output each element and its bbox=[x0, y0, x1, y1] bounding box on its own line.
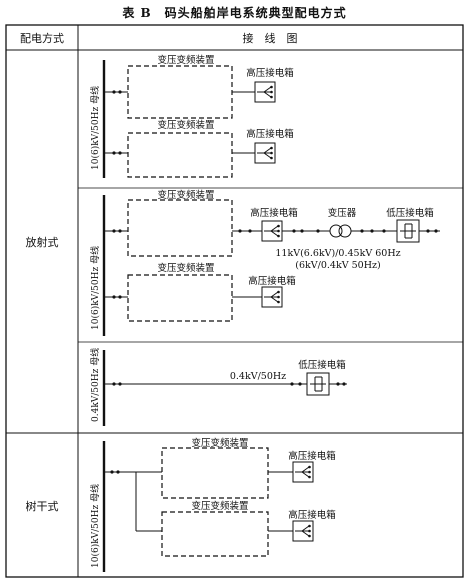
converter-label: 变压变频装置 bbox=[157, 262, 214, 274]
radial-diagram-1: 10(6)kV/50Hz 母线 变压变频装置 高压接电箱 变压变频装置 高压接电… bbox=[89, 54, 294, 178]
hv-box-label: 高压接电箱 bbox=[246, 67, 294, 79]
spec-line-2: (6kV/0.4kV 50Hz) bbox=[295, 260, 380, 271]
lv-box-icon bbox=[396, 219, 420, 243]
lv-box-label: 低压接电箱 bbox=[386, 207, 434, 219]
hv-box-icon bbox=[261, 286, 283, 308]
converter-box bbox=[161, 511, 269, 557]
lv-line-label: 0.4kV/50Hz bbox=[230, 371, 286, 382]
hv-box-label: 高压接电箱 bbox=[250, 207, 298, 219]
converter-box bbox=[127, 132, 233, 178]
trunk-diagram: 10(6)kV/50Hz 母线 变压变频装置 高压接电箱 变压变频装置 高压接电… bbox=[89, 437, 336, 572]
lv-box-icon bbox=[306, 372, 330, 396]
transformer-icon bbox=[329, 224, 343, 238]
hv-box-icon bbox=[254, 142, 276, 164]
busbar-label: 0.4kV/50Hz 母线 bbox=[89, 348, 101, 422]
table-border bbox=[5, 24, 464, 578]
converter-label: 变压变频装置 bbox=[157, 189, 214, 201]
converter-box bbox=[161, 447, 269, 499]
radial-diagram-2: 10(6)kV/50Hz 母线 变压变频装置 高压接电箱 变压器 低压接电箱 1… bbox=[89, 189, 440, 336]
hv-box-label: 高压接电箱 bbox=[288, 509, 336, 521]
hv-box-icon bbox=[261, 220, 283, 242]
converter-box bbox=[127, 274, 233, 322]
hv-box-label: 高压接电箱 bbox=[288, 450, 336, 462]
mode-trunk: 树干式 bbox=[26, 499, 59, 513]
hv-box-icon bbox=[292, 461, 314, 483]
radial-diagram-lv: 0.4kV/50Hz 母线 0.4kV/50Hz 低压接电箱 bbox=[89, 348, 347, 426]
busbar-label: 10(6)kV/50Hz 母线 bbox=[89, 86, 101, 170]
hv-box-label: 高压接电箱 bbox=[248, 275, 296, 287]
transformer-label: 变压器 bbox=[328, 207, 357, 219]
hv-box-label: 高压接电箱 bbox=[246, 128, 294, 140]
busbar-label: 10(6)kV/50Hz 母线 bbox=[89, 246, 101, 330]
busbar-label: 10(6)kV/50Hz 母线 bbox=[89, 484, 101, 568]
converter-label: 变压变频装置 bbox=[157, 119, 214, 131]
header-diagram: 接 线 图 bbox=[243, 31, 298, 45]
hv-box-icon bbox=[254, 81, 276, 103]
converter-label: 变压变频装置 bbox=[191, 437, 248, 449]
converter-label: 变压变频装置 bbox=[191, 500, 248, 512]
converter-label: 变压变频装置 bbox=[157, 54, 214, 66]
converter-box bbox=[127, 199, 233, 257]
hv-box-icon bbox=[292, 520, 314, 542]
converter-box bbox=[127, 65, 233, 119]
header-mode: 配电方式 bbox=[20, 31, 64, 45]
spec-line-1: 11kV(6.6kV)/0.45kV 60Hz bbox=[275, 248, 400, 259]
mode-radial: 放射式 bbox=[26, 235, 59, 249]
table-title: 表 B 码头船舶岸电系统典型配电方式 bbox=[122, 6, 347, 20]
lv-box-label: 低压接电箱 bbox=[298, 359, 346, 371]
